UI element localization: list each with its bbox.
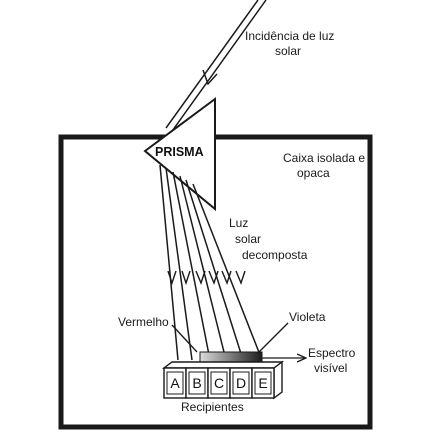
decomposed-light-rays — [159, 164, 263, 361]
containers-label: Recipientes — [181, 400, 244, 414]
prism-label: PRISMA — [155, 145, 204, 159]
incident-light-rays — [165, 0, 267, 135]
container-letter: A — [170, 375, 180, 391]
ray-arrow-icon — [181, 270, 191, 286]
box-label-line2: opaca — [297, 166, 330, 180]
red-label: Vermelho — [118, 315, 169, 329]
container-letter: D — [236, 375, 246, 391]
spectrum-label-line2: visível — [314, 361, 347, 375]
box-label-line1: Caixa isolada e — [283, 151, 365, 165]
incident-arrow-icon — [202, 69, 218, 86]
container-box: E — [251, 367, 275, 399]
container-letter: B — [192, 375, 201, 391]
ray-arrows — [167, 270, 246, 286]
violet-label: Violeta — [289, 310, 326, 324]
incidence-label-line1: Incidência de luz — [245, 29, 334, 43]
decomposed-label-line2: solar — [235, 232, 261, 246]
spectrum-label-line1: Espectro — [308, 346, 356, 360]
incidence-label-line2: solar — [275, 44, 301, 58]
container-box: A — [163, 367, 187, 399]
ray-4 — [179, 175, 227, 361]
red-pointer-line — [171, 324, 198, 353]
ray-arrow-icon — [195, 270, 206, 285]
ray-3 — [172, 171, 211, 361]
ray-arrow-icon — [221, 270, 232, 285]
container-box: C — [207, 367, 231, 399]
decomposed-label-line1: Luz — [229, 216, 248, 230]
ray-arrow-icon — [208, 270, 219, 285]
container-letter: C — [214, 375, 224, 391]
container-box: D — [229, 367, 253, 399]
ray-arrow-icon — [235, 270, 246, 285]
decomposed-label-line3: decomposta — [242, 248, 308, 262]
ray-arrow-icon — [167, 270, 177, 286]
container-box: B — [185, 367, 209, 399]
violet-pointer-line — [257, 322, 289, 354]
ray-violet — [192, 183, 263, 361]
container-letter: E — [258, 375, 267, 391]
ray-2 — [165, 167, 193, 361]
prism-shape — [143, 97, 216, 212]
ray-5 — [185, 179, 244, 361]
